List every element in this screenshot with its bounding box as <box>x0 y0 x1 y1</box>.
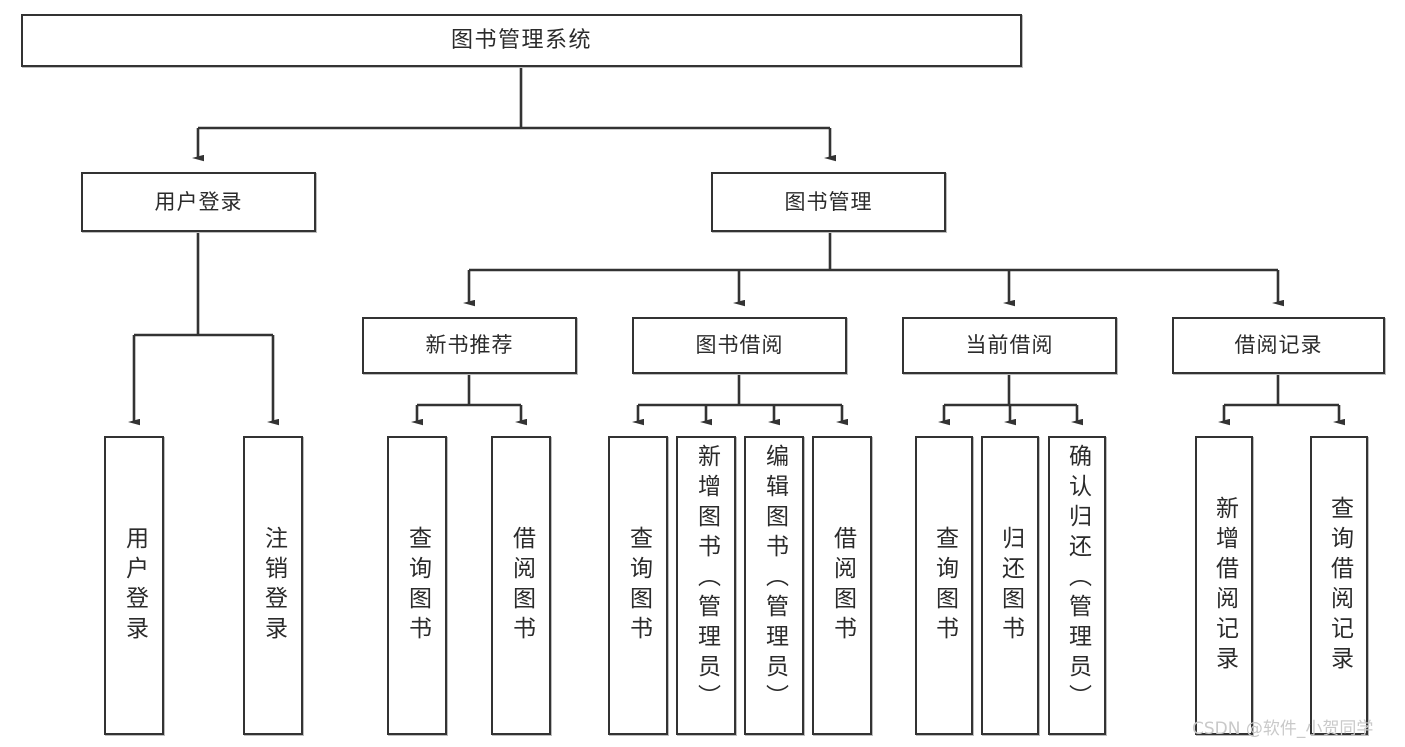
leaf-current-borrow-query[interactable]: 查询图书 <box>915 436 973 735</box>
leaf-user-login-signout[interactable]: 注销登录 <box>243 436 303 735</box>
node-label: 图书管理系统 <box>450 27 592 53</box>
node-label: 新增图书（管理员） <box>693 444 720 714</box>
node-label: 当前借阅 <box>965 333 1054 358</box>
node-new-book-recommend[interactable]: 新书推荐 <box>362 317 577 374</box>
node-label: 用户登录 <box>154 189 243 214</box>
node-user-login[interactable]: 用户登录 <box>81 172 316 232</box>
node-label: 借阅记录 <box>1234 333 1323 358</box>
leaf-book-borrow-query[interactable]: 查询图书 <box>608 436 668 735</box>
node-label: 查询图书 <box>404 525 431 646</box>
leaf-book-borrow-borrow[interactable]: 借阅图书 <box>812 436 872 735</box>
leaf-new-book-borrow[interactable]: 借阅图书 <box>491 436 551 735</box>
node-label: 借阅图书 <box>829 525 856 646</box>
leaf-current-borrow-confirm-return[interactable]: 确认归还（管理员） <box>1048 436 1106 735</box>
node-label: 图书借阅 <box>695 333 784 358</box>
node-current-borrow[interactable]: 当前借阅 <box>902 317 1117 374</box>
node-label: 查询图书 <box>625 525 652 646</box>
node-label: 归还图书 <box>997 525 1024 646</box>
node-label: 注销登录 <box>260 525 287 646</box>
node-label: 借阅图书 <box>508 525 535 646</box>
node-book-management[interactable]: 图书管理 <box>711 172 946 232</box>
leaf-borrow-record-query[interactable]: 查询借阅记录 <box>1310 436 1368 735</box>
node-label: 查询图书 <box>931 525 958 646</box>
leaf-book-borrow-add[interactable]: 新增图书（管理员） <box>676 436 736 735</box>
node-label: 新书推荐 <box>425 333 514 358</box>
leaf-borrow-record-add[interactable]: 新增借阅记录 <box>1195 436 1253 735</box>
node-label: 新增借阅记录 <box>1211 495 1238 676</box>
node-label: 用户登录 <box>121 525 148 646</box>
leaf-user-login-signin[interactable]: 用户登录 <box>104 436 164 735</box>
node-label: 图书管理 <box>784 189 873 214</box>
node-label: 确认归还（管理员） <box>1064 444 1091 714</box>
node-label: 编辑图书（管理员） <box>761 444 788 714</box>
leaf-new-book-query[interactable]: 查询图书 <box>387 436 447 735</box>
leaf-current-borrow-return[interactable]: 归还图书 <box>981 436 1039 735</box>
node-borrow-record[interactable]: 借阅记录 <box>1172 317 1385 374</box>
leaf-book-borrow-edit[interactable]: 编辑图书（管理员） <box>744 436 804 735</box>
node-label: 查询借阅记录 <box>1326 495 1353 676</box>
node-book-borrow[interactable]: 图书借阅 <box>632 317 847 374</box>
node-root-library-system[interactable]: 图书管理系统 <box>21 14 1022 67</box>
